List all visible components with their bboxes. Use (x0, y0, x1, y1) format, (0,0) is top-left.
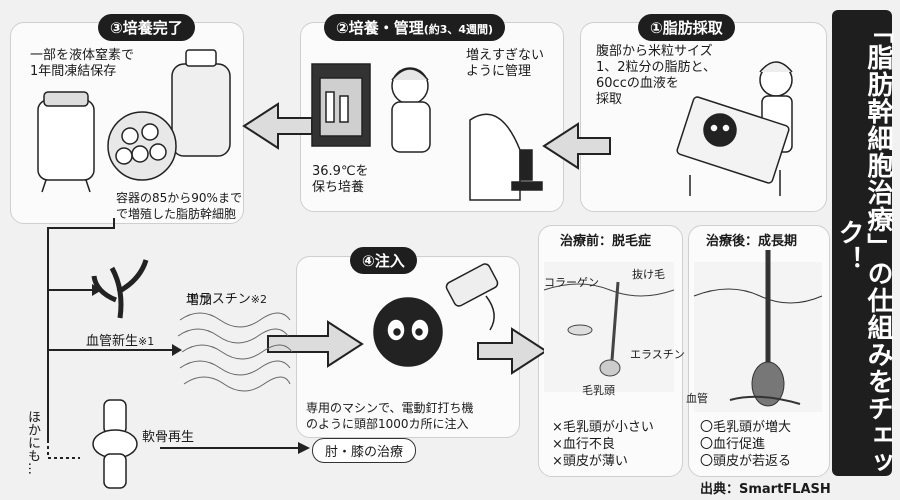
doctor-patient-illustration (676, 61, 793, 196)
incubator-scientist-illustration (311, 63, 543, 201)
before-hair-out: 抜け毛 (632, 268, 665, 281)
before-label: 治療前：脱毛症 (560, 234, 652, 249)
knee-joint-illustration (92, 399, 138, 489)
step3-label: ③培養完了 (98, 14, 195, 41)
source-credit: 出典：SmartFLASH (700, 482, 831, 497)
elastin-text: エラスチン (186, 292, 251, 307)
page-title: 「脂肪幹細胞治療」の仕組みをチェック！ (834, 16, 893, 476)
before-follicle-illustration (543, 262, 675, 392)
step3-grown-cells: 容器の85から90%まで で増殖した脂肪幹細胞 (116, 191, 242, 221)
step2-temperature: 36.9℃を 保ち培養 (312, 164, 369, 195)
elastin-label: エラスチン※2 (186, 276, 267, 308)
step2-label: ②培養・管理(約3、4週間) (324, 14, 506, 41)
joint-treatment-box: 肘・膝の治療 (312, 438, 417, 463)
before-item-2: ×血行不良 (552, 437, 615, 452)
step4-description: 専用のマシンで、電動釘打ち機 のように頭部1000カ所に注入 (306, 401, 474, 431)
after-item-2: 〇血行促進 (700, 437, 766, 452)
after-vessel: 血管 (686, 392, 708, 405)
before-elastin: エラスチン (630, 348, 685, 361)
cartilage-label: 軟骨再生 (142, 430, 195, 445)
arrow-to-step4 (267, 320, 364, 368)
step2-label-sub: (約3、4週間) (423, 23, 494, 36)
before-collagen: コラーゲン (544, 276, 599, 289)
step1-label: ①脂肪採取 (638, 14, 735, 41)
vessel-label: 血管新生※1 (86, 318, 154, 350)
step1-description: 腹部から米粒サイズ 1、2粒分の脂肪と、 60ccの血液を 採取 (596, 44, 717, 107)
injection-illustration (373, 263, 499, 367)
arrow-step4-to-before (477, 327, 548, 375)
arrow-step2-to-3 (242, 102, 313, 150)
side-title-bar: 「脂肪幹細胞治療」の仕組みをチェック！ (832, 10, 893, 476)
elastin-mesh-illustration (177, 312, 293, 392)
after-item-3: 〇頭皮が若返る (700, 454, 792, 469)
elastin-note: ※2 (250, 293, 267, 306)
step2-label-main: ②培養・管理 (336, 19, 424, 37)
flow-line-others (47, 440, 80, 459)
elastin-increase: 増加 (186, 293, 213, 308)
blood-vessel-illustration (91, 259, 149, 319)
after-follicle-illustration (693, 250, 823, 412)
before-papilla: 毛乳頭 (582, 384, 615, 397)
others-label: ほかにも… (25, 410, 40, 475)
storage-illustration (37, 49, 231, 193)
vessel-text: 血管新生 (86, 334, 139, 349)
step2-note: 増えすぎない ように管理 (466, 48, 545, 79)
before-item-3: ×頭皮が薄い (552, 454, 628, 469)
before-item-1: ×毛乳頭が小さい (552, 420, 654, 435)
flow-line-main (47, 218, 115, 440)
vessel-note: ※1 (138, 335, 155, 348)
after-item-1: 〇毛乳頭が増大 (700, 420, 792, 435)
step3-freeze: 一部を液体窒素で 1年間凍結保存 (30, 48, 135, 79)
step4-label: ④注入 (350, 247, 417, 274)
after-label: 治療後：成長期 (706, 234, 798, 249)
arrow-step1-to-2 (542, 122, 611, 170)
